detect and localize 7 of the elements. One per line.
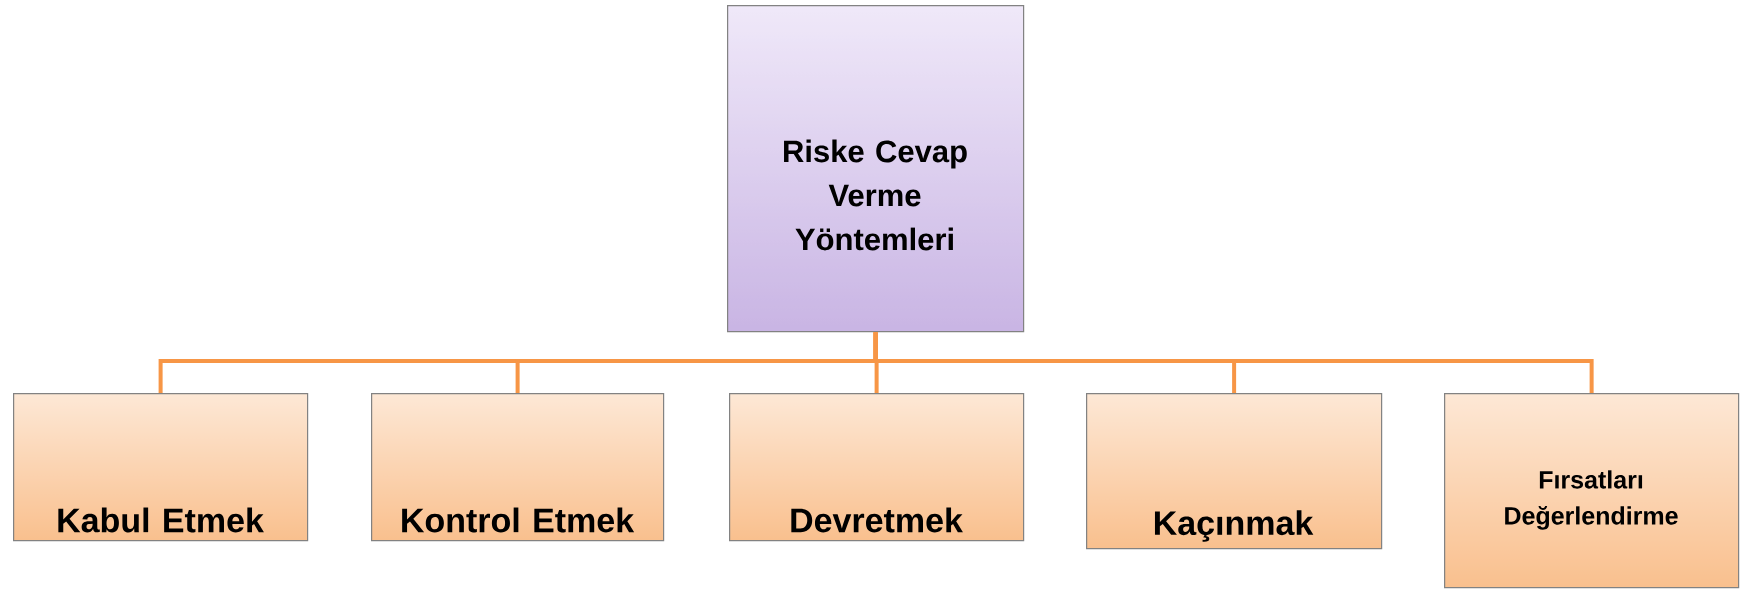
category-box: Fırsatları Değerlendirme [1444, 393, 1740, 589]
category-box: Kaçınmak [1086, 393, 1383, 550]
category-box: Devretmek [729, 393, 1025, 542]
category-box: Kontrol Etmek [371, 393, 665, 542]
root-box: Riske Cevap Verme Yöntemleri [727, 5, 1025, 333]
connector-line [873, 332, 1594, 393]
category-box: Kabul Etmek [13, 393, 309, 542]
